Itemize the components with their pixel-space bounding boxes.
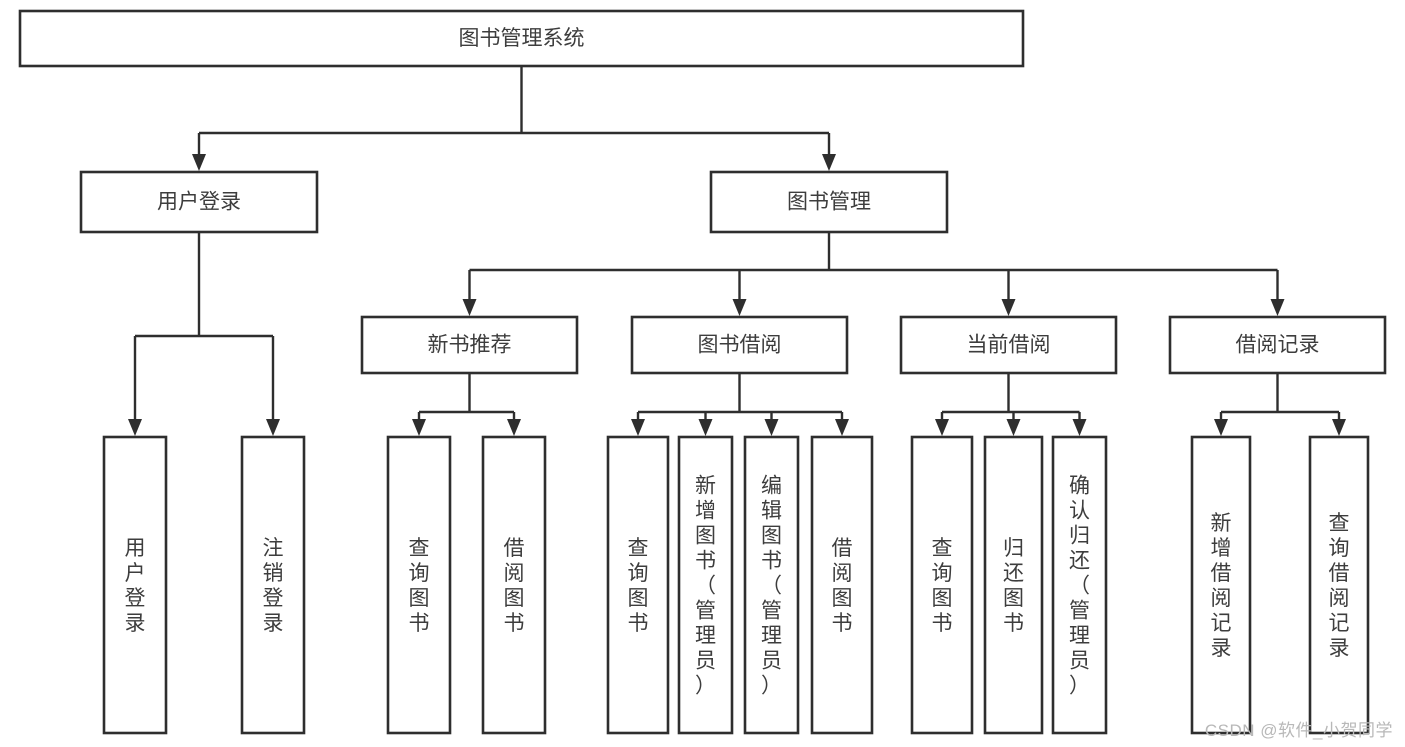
arrow-head-icon bbox=[835, 419, 849, 436]
node-box[interactable] bbox=[1190, 435, 1252, 735]
node-box[interactable] bbox=[102, 435, 168, 735]
node-label: 查询图书 bbox=[932, 537, 953, 635]
node-leaf-2[interactable]: 查询图书 bbox=[386, 435, 452, 735]
node-level3-0[interactable]: 新书推荐 bbox=[360, 315, 579, 375]
arrow-head-icon bbox=[128, 419, 142, 436]
node-leaf-4[interactable]: 查询图书 bbox=[606, 435, 670, 735]
node-leaf-8[interactable]: 查询图书 bbox=[910, 435, 974, 735]
node-box[interactable] bbox=[240, 435, 306, 735]
node-label: 查询借阅记录 bbox=[1329, 512, 1350, 660]
node-box[interactable] bbox=[910, 435, 974, 735]
arrow-head-icon bbox=[412, 419, 426, 436]
node-level3-2[interactable]: 当前借阅 bbox=[899, 315, 1118, 375]
node-level2-0[interactable]: 用户登录 bbox=[79, 170, 319, 234]
arrow-head-icon bbox=[192, 154, 206, 171]
node-leaf-11[interactable]: 新增借阅记录 bbox=[1190, 435, 1252, 735]
node-box[interactable] bbox=[709, 170, 949, 234]
node-box[interactable] bbox=[743, 435, 800, 735]
node-box[interactable] bbox=[18, 9, 1025, 68]
node-label: 新增借阅记录 bbox=[1211, 512, 1232, 660]
node-label: 用户登录 bbox=[125, 537, 146, 635]
node-label: 编辑图书（管理员） bbox=[761, 475, 782, 698]
node-box[interactable] bbox=[79, 170, 319, 234]
node-label: 确认归还（管理员） bbox=[1069, 475, 1090, 698]
arrow-head-icon bbox=[1270, 299, 1285, 316]
node-root-0[interactable]: 图书管理系统 bbox=[18, 9, 1025, 68]
node-label: 图书管理系统 bbox=[459, 27, 585, 50]
arrow-head-icon bbox=[1001, 299, 1016, 316]
node-box[interactable] bbox=[386, 435, 452, 735]
arrow-head-icon bbox=[631, 419, 645, 436]
node-leaf-1[interactable]: 注销登录 bbox=[240, 435, 306, 735]
node-layer: 图书管理系统用户登录图书管理新书推荐图书借阅当前借阅借阅记录用户登录注销登录查询… bbox=[18, 9, 1387, 735]
node-label: 归还图书 bbox=[1003, 537, 1024, 635]
node-label: 新书推荐 bbox=[428, 334, 512, 357]
arrow-head-icon bbox=[462, 299, 477, 316]
arrow-head-icon bbox=[764, 419, 779, 436]
node-label: 当前借阅 bbox=[967, 334, 1051, 357]
node-label: 查询图书 bbox=[628, 537, 649, 635]
arrow-head-icon bbox=[935, 419, 949, 436]
node-box[interactable] bbox=[677, 435, 734, 735]
node-label: 图书借阅 bbox=[698, 334, 782, 357]
connector-layer bbox=[128, 66, 1346, 436]
node-box[interactable] bbox=[1168, 315, 1387, 375]
arrow-head-icon bbox=[1214, 419, 1228, 436]
arrow-head-icon bbox=[822, 154, 836, 171]
node-label: 借阅记录 bbox=[1236, 334, 1320, 357]
node-level2-1[interactable]: 图书管理 bbox=[709, 170, 949, 234]
node-leaf-5[interactable]: 新增图书（管理员） bbox=[677, 435, 734, 735]
node-leaf-10[interactable]: 确认归还（管理员） bbox=[1051, 435, 1108, 735]
node-box[interactable] bbox=[983, 435, 1044, 735]
node-label: 查询图书 bbox=[409, 537, 430, 635]
arrow-head-icon bbox=[1332, 419, 1346, 436]
node-level3-3[interactable]: 借阅记录 bbox=[1168, 315, 1387, 375]
node-label: 注销登录 bbox=[263, 537, 284, 635]
arrow-head-icon bbox=[1072, 419, 1087, 436]
arrow-head-icon bbox=[507, 419, 521, 436]
node-box[interactable] bbox=[810, 435, 874, 735]
node-leaf-7[interactable]: 借阅图书 bbox=[810, 435, 874, 735]
node-label: 新增图书（管理员） bbox=[695, 475, 716, 698]
arrow-head-icon bbox=[732, 299, 747, 316]
node-leaf-12[interactable]: 查询借阅记录 bbox=[1308, 435, 1370, 735]
node-label: 借阅图书 bbox=[832, 537, 853, 635]
node-box[interactable] bbox=[1051, 435, 1108, 735]
node-box[interactable] bbox=[606, 435, 670, 735]
node-leaf-0[interactable]: 用户登录 bbox=[102, 435, 168, 735]
node-label: 用户登录 bbox=[157, 191, 241, 214]
node-leaf-6[interactable]: 编辑图书（管理员） bbox=[743, 435, 800, 735]
node-box[interactable] bbox=[360, 315, 579, 375]
arrow-head-icon bbox=[698, 419, 713, 436]
node-box[interactable] bbox=[630, 315, 849, 375]
node-box[interactable] bbox=[481, 435, 547, 735]
arrow-head-icon bbox=[1006, 419, 1021, 436]
node-label: 图书管理 bbox=[787, 191, 871, 214]
node-label: 借阅图书 bbox=[504, 537, 525, 635]
node-leaf-9[interactable]: 归还图书 bbox=[983, 435, 1044, 735]
arrow-head-icon bbox=[266, 419, 280, 436]
node-leaf-3[interactable]: 借阅图书 bbox=[481, 435, 547, 735]
node-level3-1[interactable]: 图书借阅 bbox=[630, 315, 849, 375]
node-box[interactable] bbox=[899, 315, 1118, 375]
node-box[interactable] bbox=[1308, 435, 1370, 735]
